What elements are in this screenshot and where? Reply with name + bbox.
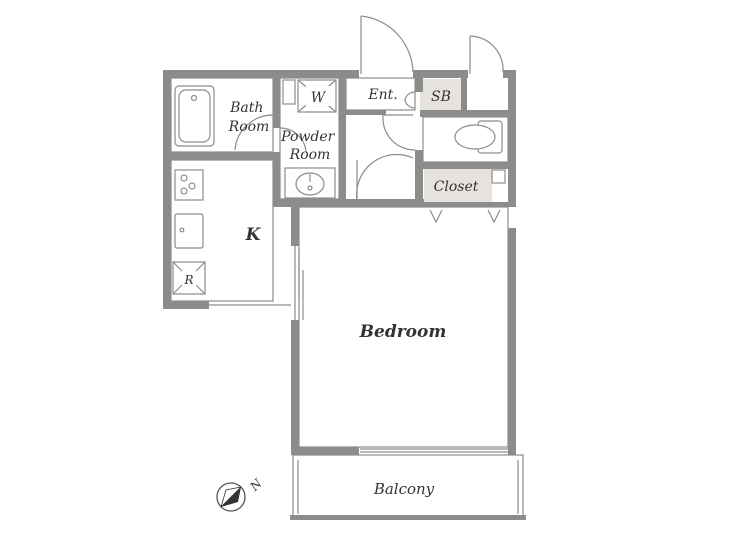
cooktop (174, 169, 204, 201)
closet-doors (429, 209, 501, 224)
entrance-label: Ent. (367, 87, 397, 103)
interior-walls (163, 78, 516, 207)
bedroom-label: Bedroom (359, 322, 447, 342)
wall-box (491, 169, 506, 184)
entrance-sb-door (404, 91, 416, 109)
shoe-box-fill (420, 79, 463, 111)
storage-door (469, 35, 504, 74)
bathtub (174, 85, 215, 147)
closet-label: Closet (434, 179, 479, 195)
sink (284, 167, 336, 199)
balcony-label: Balcony (373, 480, 435, 498)
bath-room-label-line2: Room (228, 119, 270, 135)
bath-door (234, 114, 274, 151)
hall-door-lower (356, 153, 414, 201)
powder-door (279, 127, 307, 153)
powder-room-label: Powder Room (280, 129, 339, 163)
hall-door-upper (382, 114, 416, 151)
toilet (454, 120, 503, 154)
compass-north-label: N (247, 476, 265, 494)
refrigerator-label: R (183, 273, 193, 287)
closet-fill (424, 169, 492, 204)
kitchen-sink (174, 213, 204, 249)
balcony-structure (290, 448, 526, 520)
powder-room-label-line2: Room (289, 147, 331, 163)
compass-icon: N (216, 476, 265, 512)
shoe-box-label: SB (431, 89, 451, 105)
washer-space (297, 79, 337, 113)
washer-label: W (311, 90, 327, 106)
kitchen-label: K (245, 225, 262, 245)
bath-room-label: Bath Room (228, 100, 270, 135)
small-cabinet (282, 79, 296, 105)
entrance-door (360, 15, 414, 74)
refrigerator-space (172, 261, 206, 295)
powder-room-label-line1: Powder (280, 129, 336, 145)
bath-room-label-line1: Bath (229, 100, 263, 116)
exterior-walls (163, 70, 516, 455)
